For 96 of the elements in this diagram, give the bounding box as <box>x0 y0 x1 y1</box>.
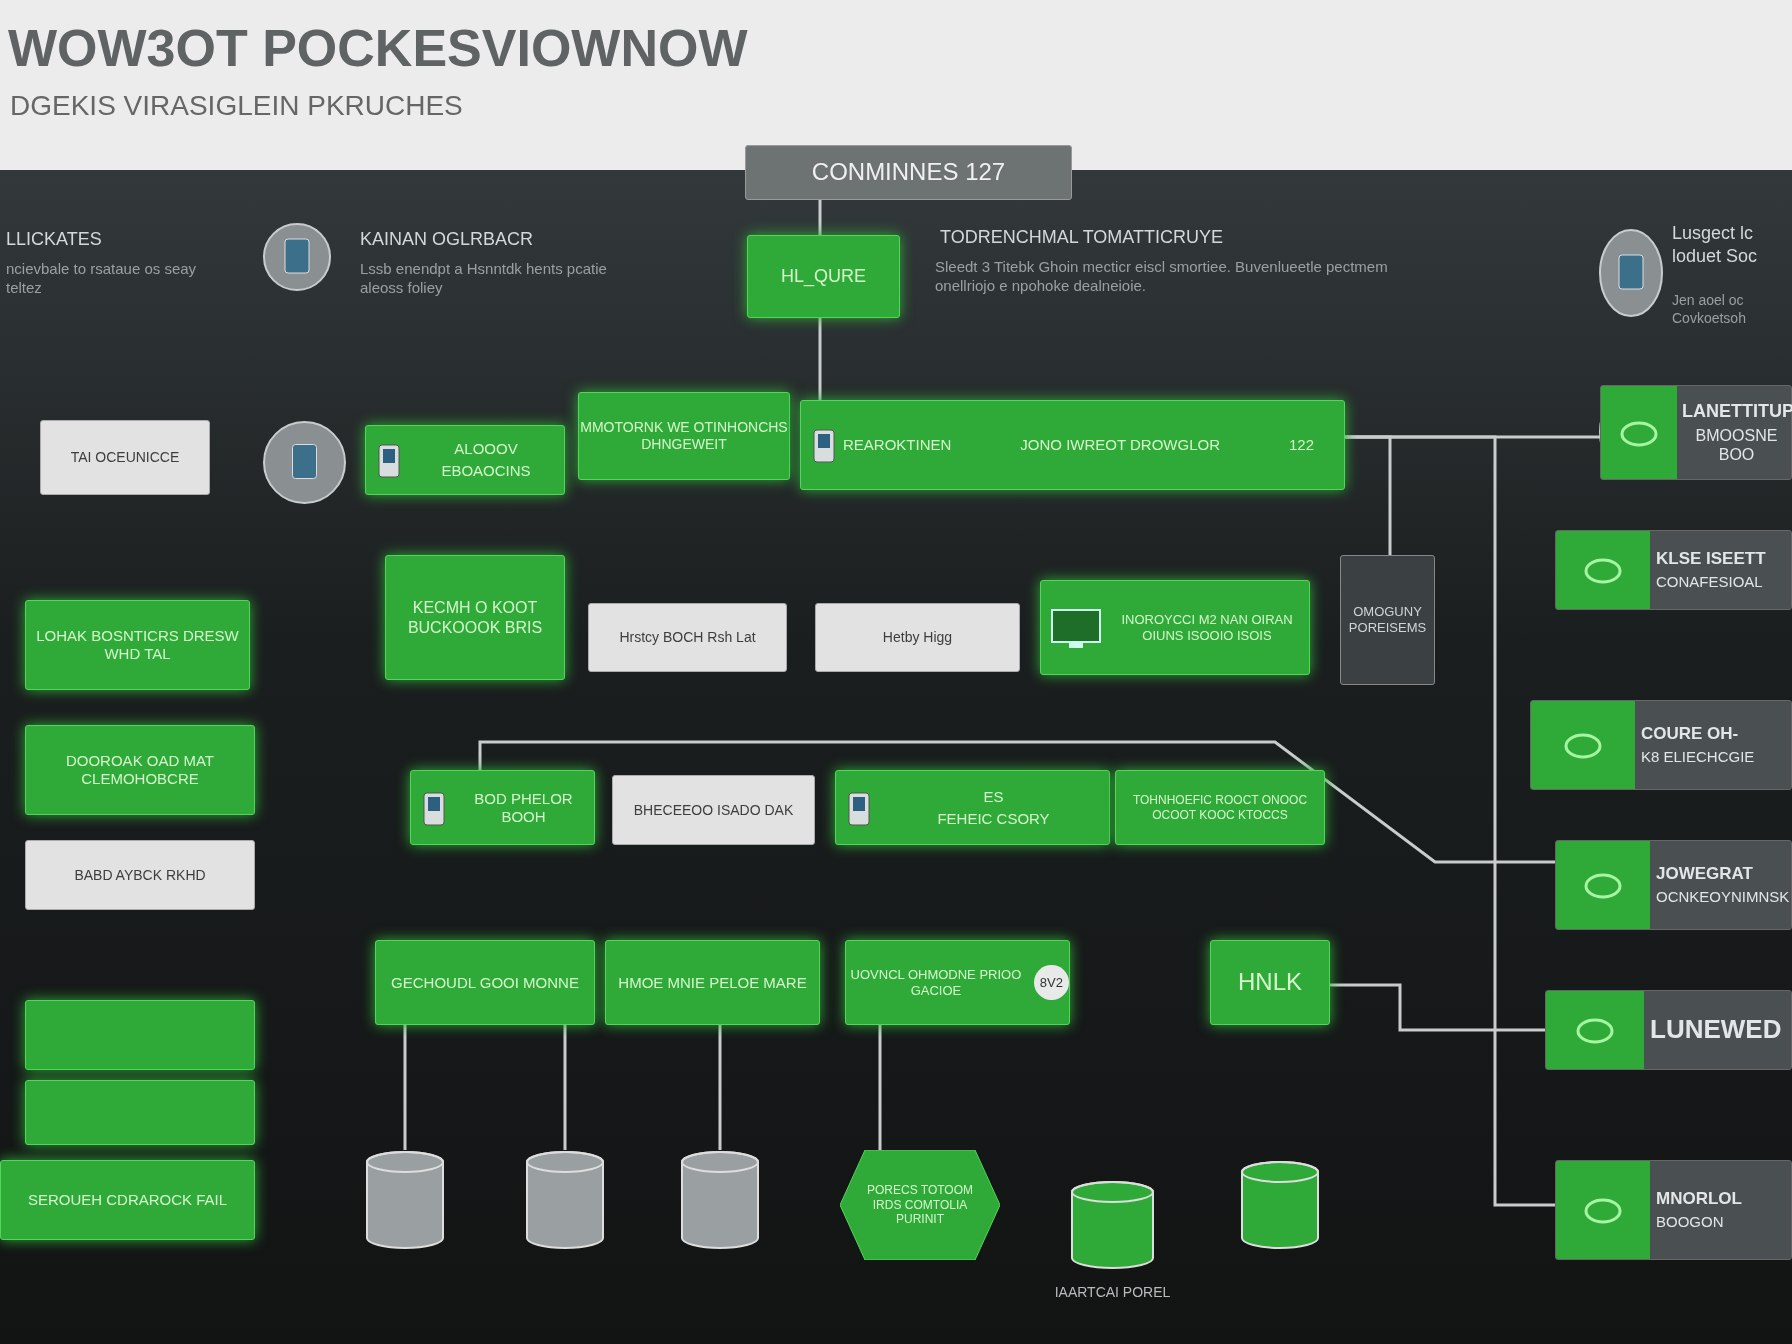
process-box <box>40 420 210 495</box>
box-label: FEHEIC CSORY <box>937 809 1050 828</box>
box-label: Hetby Higg <box>882 629 953 646</box>
connector-line <box>818 200 822 235</box>
subtitle: DGEKIS VIRASIGLEIN PKRUCHES <box>10 89 464 123</box>
tab-box <box>745 145 1072 200</box>
box-label: JONO IWREOT DROWGLOR <box>1020 436 1221 454</box>
box-label: REAROKTINEN <box>843 436 952 454</box>
section-heading: LLICKATES <box>6 228 103 251</box>
box-label: BOOGON <box>1656 1213 1724 1232</box>
box-label: ES <box>983 787 1004 806</box>
box-label: OCNKEOYNIMNSK <box>1656 888 1790 907</box>
process-box <box>410 770 595 845</box>
box-label: OMOGUNY POREISEMS <box>1347 604 1428 636</box>
box-label: TOHNHOEFIC ROOCT ONOOC OCOOT KOOC KTOCCS <box>1131 793 1309 822</box>
process-box <box>25 1000 255 1070</box>
gauge-label: 8V2 <box>1033 964 1069 1001</box>
box-label: ALOOOV <box>454 440 518 458</box>
connector-line <box>403 1025 407 1150</box>
process-box <box>578 392 790 480</box>
device-box <box>1340 555 1435 685</box>
box-label: Hrstcy BOCH Rsh Lat <box>619 629 756 646</box>
tank-cylinder <box>680 1150 760 1250</box>
process-box <box>1115 770 1325 845</box>
process-box <box>385 555 565 680</box>
box-label: BHECEEOO ISADO DAK <box>633 801 794 819</box>
box-label: KLSE ISEETT <box>1656 548 1766 570</box>
process-box <box>845 940 1070 1025</box>
connector-line <box>563 1025 567 1150</box>
box-label: JOWEGRAT <box>1656 863 1753 885</box>
box-label: HNLK <box>1238 968 1302 997</box>
box-label: BOD PHELOR BOOH <box>473 789 574 826</box>
process-box <box>747 235 900 318</box>
process-box <box>800 400 1345 490</box>
caption-text: IAARTCAI POREL <box>1053 1284 1172 1300</box>
box-label: MMOTORNK WE OTINHONCHS DHNGEWEIT <box>579 419 789 453</box>
section-description: Jen aoel oc Covkoetsoh <box>1672 292 1747 327</box>
section-description: Lssb enendpt a Hsnntdk hents pcatie aleoss foliey <box>360 260 608 298</box>
process-box <box>25 1080 255 1145</box>
connector-line <box>718 1025 722 1150</box>
box-label: TAI OCEUNICCE <box>70 449 180 466</box>
process-box <box>815 603 1020 672</box>
box-label: DOOROAK OAD MAT CLEMOHOBCRE <box>64 752 216 788</box>
connector-line <box>478 740 1555 864</box>
process-box <box>1210 940 1330 1025</box>
connector-line <box>1345 435 1555 1207</box>
side-panel-box <box>1530 700 1792 790</box>
process-box <box>0 1160 255 1240</box>
box-label: HMOE MNIE PELOE MARE <box>618 973 807 992</box>
section-heading: TODRENCHMAL TOMATTICRUYE <box>940 226 1225 249</box>
box-label: GECHOUDL GOOI MONNE <box>391 973 579 992</box>
box-label: UOVNCL OHMODNE PRIOO GACIOE <box>849 966 1023 999</box>
section-heading: Lusgect lc loduet Soc <box>1672 222 1759 267</box>
connector-line <box>818 318 822 400</box>
process-box <box>25 840 255 910</box>
box-label: BMOOSNE BOO <box>1694 426 1779 465</box>
process-box <box>612 775 815 845</box>
connector-line <box>1330 983 1545 1032</box>
box-label: K8 ELIECHCGIE <box>1641 748 1755 767</box>
tank-cylinder <box>525 1150 605 1250</box>
process-box <box>365 425 565 495</box>
process-box <box>25 600 250 690</box>
box-label: LOHAK BOSNTICRS DRESW WHD TAL <box>35 627 240 663</box>
box-label: INOROYCCI M2 NAN OIRAN OIUNS ISOOIO ISOIS <box>1120 611 1294 644</box>
box-label: MNORLOL <box>1656 1188 1742 1210</box>
box-label: LUNEWED <box>1650 1014 1782 1046</box>
box-label: EBOAOCINS <box>441 462 531 480</box>
process-box <box>375 940 595 1025</box>
section-description: Sleedt 3 Titebk Ghoin mecticr eiscl smortiee. Buvenlueetle pectmem onellriojo e npohoke dealneioie. <box>935 258 1389 296</box>
tank-cylinder <box>365 1150 445 1250</box>
process-box <box>588 603 787 672</box>
box-label: KECMH O KOOT BUCKOOOK BRIS <box>406 598 544 637</box>
side-panel-box <box>1555 1160 1792 1260</box>
section-description: ncievbale to rsataue os seay teltez <box>6 260 198 298</box>
box-label: CONAFESIOAL <box>1656 573 1763 592</box>
side-panel-box <box>1555 530 1792 610</box>
side-panel-box <box>1600 385 1792 480</box>
tank-cylinder <box>1240 1160 1320 1250</box>
box-label: COURE OH- <box>1641 723 1739 745</box>
connector-line <box>878 1025 882 1150</box>
section-heading: KAINAN OGLRBACR <box>360 228 535 251</box>
process-box <box>25 725 255 815</box>
process-box <box>835 770 1110 845</box>
box-label: HL_QURE <box>781 265 866 288</box>
box-label: BABD AYBCK RKHD <box>74 866 206 884</box>
box-label: SEROUEH CDRAROCK FAIL <box>27 1191 228 1209</box>
box-label: PORECS TOTOOM IRDS COMTOLIA PURINIT <box>866 1183 974 1227</box>
side-panel-box <box>1555 840 1792 930</box>
box-label: 122 <box>1288 436 1314 454</box>
box-label: CONMINNES 127 <box>811 158 1006 187</box>
diagram-title: WOW3OT POCKESVIOWNOW <box>8 18 748 78</box>
process-box <box>605 940 820 1025</box>
process-box <box>1040 580 1310 675</box>
side-panel-box <box>1545 990 1792 1070</box>
hexagon-box <box>840 1150 1000 1260</box>
tank-cylinder <box>1070 1180 1155 1270</box>
